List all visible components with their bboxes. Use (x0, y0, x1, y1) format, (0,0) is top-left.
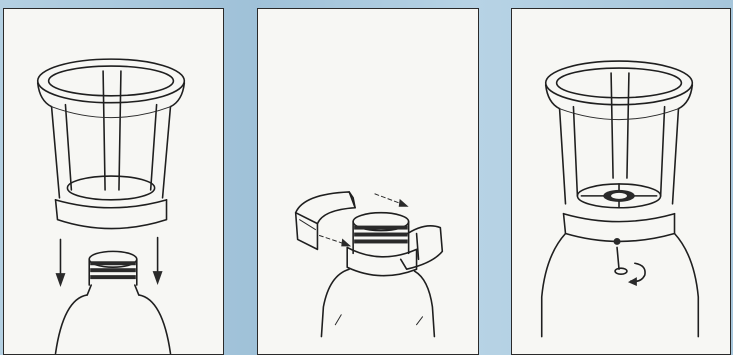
illustration-panel-1 (3, 8, 224, 355)
cylinder-top (321, 269, 434, 336)
split-collar-fitting-drawing (258, 9, 478, 354)
illustration-panel-2 (257, 8, 479, 355)
basket-cage (52, 71, 171, 200)
basket-rim (38, 59, 185, 107)
down-arrow-icon-right (153, 237, 163, 285)
basket-lowered-onto-neck-drawing (4, 9, 223, 354)
cylinder-top (542, 234, 699, 337)
collar-half-left (296, 192, 355, 249)
basket-screwed-on-drawing (512, 9, 730, 354)
illustration-panel-3 (511, 8, 731, 355)
rotate-arrow-icon (628, 263, 645, 286)
down-arrow-icon (56, 239, 66, 287)
dashed-arrow-icon-bottom (319, 236, 351, 247)
basket-rim (546, 61, 693, 109)
collar-clamp-ring (347, 247, 416, 275)
dashed-arrow-icon-top (375, 194, 409, 207)
cylinder-top (56, 295, 171, 353)
cylinder-threaded-neck (87, 251, 139, 295)
valve-seat (577, 184, 660, 208)
basket-base-ring (564, 214, 675, 242)
locking-screw-icon (614, 238, 627, 274)
collar-half-right (401, 226, 443, 269)
cylinder-threaded-neck (353, 213, 408, 254)
basket-base-ring (56, 200, 167, 229)
